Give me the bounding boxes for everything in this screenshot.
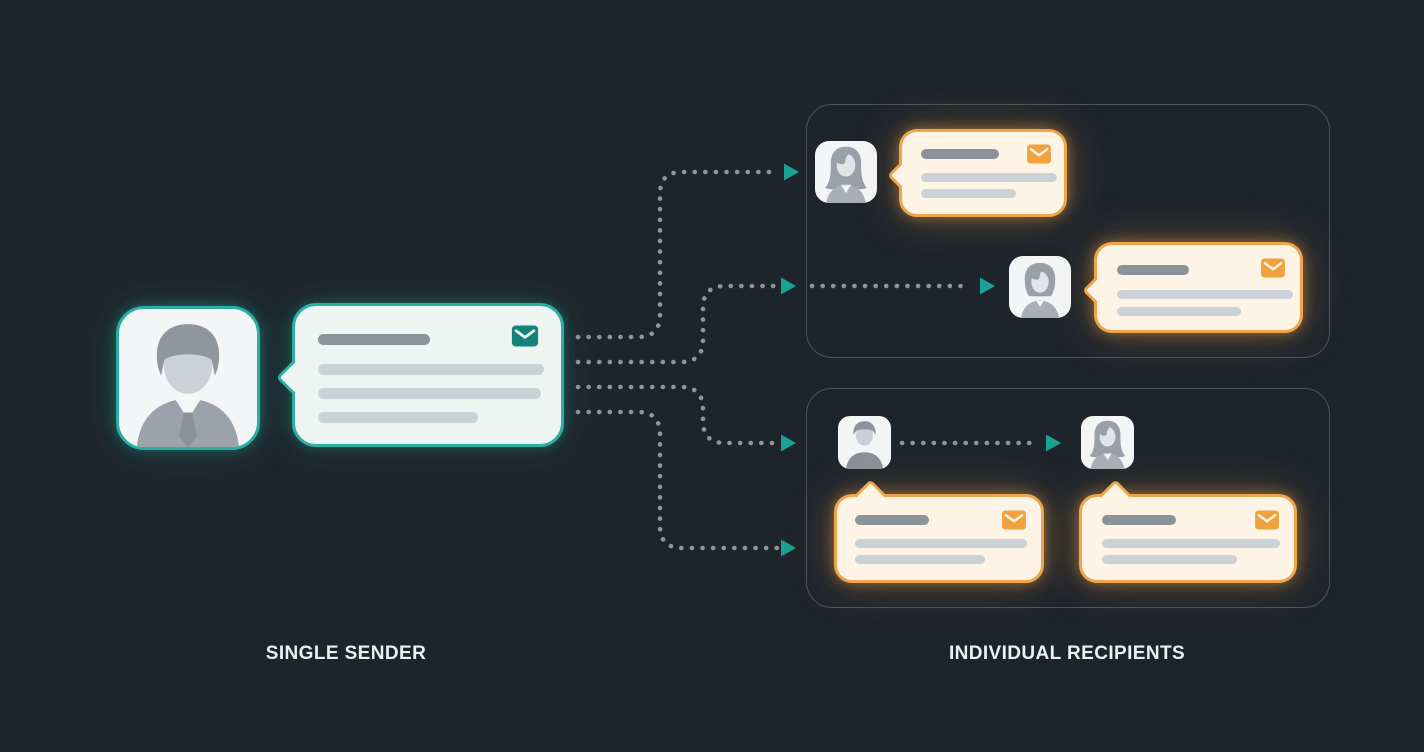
message-line-bar — [921, 189, 1016, 198]
bubble-tail-left — [887, 162, 914, 189]
message-line-bar — [1117, 307, 1241, 316]
envelope-icon — [511, 325, 539, 347]
message-line-bar — [1102, 539, 1280, 548]
sender-message-bubble — [275, 303, 564, 447]
message-line-bar — [318, 364, 544, 375]
message-line-bar — [855, 555, 985, 564]
triangle-right-icon — [980, 277, 995, 295]
recipient-message-bubble-1 — [887, 129, 1067, 217]
triangle-right-icon — [781, 277, 796, 295]
recipient-avatar-2 — [1009, 256, 1071, 318]
triangle-right-icon — [781, 539, 796, 557]
message-title-bar — [318, 334, 430, 345]
envelope-icon — [1001, 510, 1027, 530]
bubble-tail-up — [1099, 479, 1132, 512]
recipient-avatar-4 — [1081, 416, 1134, 469]
message-title-bar — [855, 515, 929, 525]
recipient-message-bubble-2 — [1082, 242, 1303, 333]
person-female-long-hair-icon — [825, 146, 867, 203]
message-line-bar — [1102, 555, 1237, 564]
envelope-icon — [1026, 144, 1052, 164]
recipient-avatar-1 — [815, 141, 877, 203]
message-line-bar — [855, 539, 1027, 548]
recipient-message-bubble-4 — [1079, 479, 1297, 583]
label-single-sender: SINGLE SENDER — [265, 643, 427, 664]
label-individual-recipients: INDIVIDUAL RECIPIENTS — [948, 643, 1186, 664]
recipients-panel-2 — [806, 388, 1330, 608]
person-male-short-hair-icon — [845, 421, 884, 469]
message-line-bar — [318, 388, 541, 399]
message-line-bar — [1117, 290, 1293, 299]
envelope-icon — [1260, 258, 1286, 278]
message-title-bar — [921, 149, 999, 159]
message-line-bar — [318, 412, 478, 423]
message-title-bar — [1117, 265, 1189, 275]
triangle-right-icon — [784, 163, 799, 181]
sender-avatar — [116, 306, 260, 450]
message-title-bar — [1102, 515, 1176, 525]
arrowhead-icons — [781, 163, 1061, 557]
message-line-bar — [921, 173, 1057, 182]
dotted-paths — [575, 169, 1033, 551]
person-female-bob-hair-icon — [1020, 262, 1060, 318]
triangle-right-icon — [1046, 434, 1061, 452]
triangle-right-icon — [781, 434, 796, 452]
recipients-panel-1 — [806, 104, 1330, 358]
bubble-tail-left — [1082, 277, 1109, 304]
bubble-tail-up — [854, 479, 887, 512]
person-female-long-hair-icon — [1089, 420, 1126, 469]
person-male-suit-icon — [136, 324, 240, 447]
recipient-message-bubble-3 — [834, 479, 1044, 583]
recipient-avatar-3 — [838, 416, 891, 469]
envelope-icon — [1254, 510, 1280, 530]
